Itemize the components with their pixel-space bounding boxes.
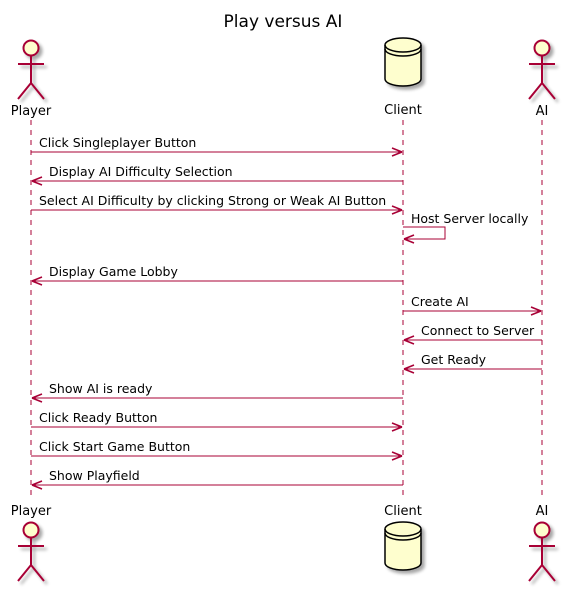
message-label: Connect to Server (421, 323, 535, 338)
participant-label: Client (384, 504, 422, 519)
arrow-head (391, 147, 403, 157)
message-label: Show Playfield (49, 468, 140, 483)
participant-label: Player (11, 504, 52, 519)
message-label: Show AI is ready (49, 381, 153, 396)
message: Display AI Difficulty Selection (31, 164, 403, 186)
arrow-head (31, 176, 43, 186)
participant-label: AI (536, 504, 549, 519)
participant-label: Player (11, 104, 52, 119)
message: Show Playfield (31, 468, 403, 490)
message: Connect to Server (403, 323, 542, 345)
message: Click Start Game Button (31, 439, 403, 461)
message-label: Display Game Lobby (49, 264, 178, 279)
message-label: Click Ready Button (39, 410, 157, 425)
arrow-head (530, 306, 542, 316)
message-label: Host Server locally (411, 211, 529, 226)
actor-player-top: Player (11, 39, 52, 119)
message: Show AI is ready (31, 381, 403, 403)
message-label: Select AI Difficulty by clicking Strong … (39, 193, 386, 208)
message-label: Click Start Game Button (39, 439, 190, 454)
database-client-bottom: Client (384, 504, 422, 571)
participant-label: AI (536, 104, 549, 119)
message: Create AI (403, 294, 542, 316)
message-label: Create AI (411, 294, 469, 309)
participant-label: Client (384, 103, 422, 118)
arrow-head (391, 205, 403, 215)
database-client-top: Client (384, 37, 422, 118)
arrow-head (31, 393, 43, 403)
message-label: Get Ready (421, 352, 487, 367)
actor-player-bottom: Player (11, 504, 52, 582)
arrow-head (31, 276, 43, 286)
message: Get Ready (403, 352, 542, 374)
message-label: Display AI Difficulty Selection (49, 164, 233, 179)
message: Click Singleplayer Button (31, 135, 403, 157)
arrow-head (391, 451, 403, 461)
arrow-head (31, 480, 43, 490)
arrow-head (403, 364, 415, 374)
actor-ai-bottom: AI (528, 504, 556, 582)
message-arrow (403, 226, 446, 240)
message: Click Ready Button (31, 410, 403, 432)
arrow-head (391, 422, 403, 432)
actor-ai-top: AI (528, 39, 556, 119)
message: Host Server locally (403, 211, 529, 244)
arrow-head (403, 234, 415, 244)
diagram-title: Play versus AI (224, 12, 343, 32)
message: Display Game Lobby (31, 264, 403, 286)
message-label: Click Singleplayer Button (39, 135, 196, 150)
arrow-head (403, 335, 415, 345)
message: Select AI Difficulty by clicking Strong … (31, 193, 403, 215)
